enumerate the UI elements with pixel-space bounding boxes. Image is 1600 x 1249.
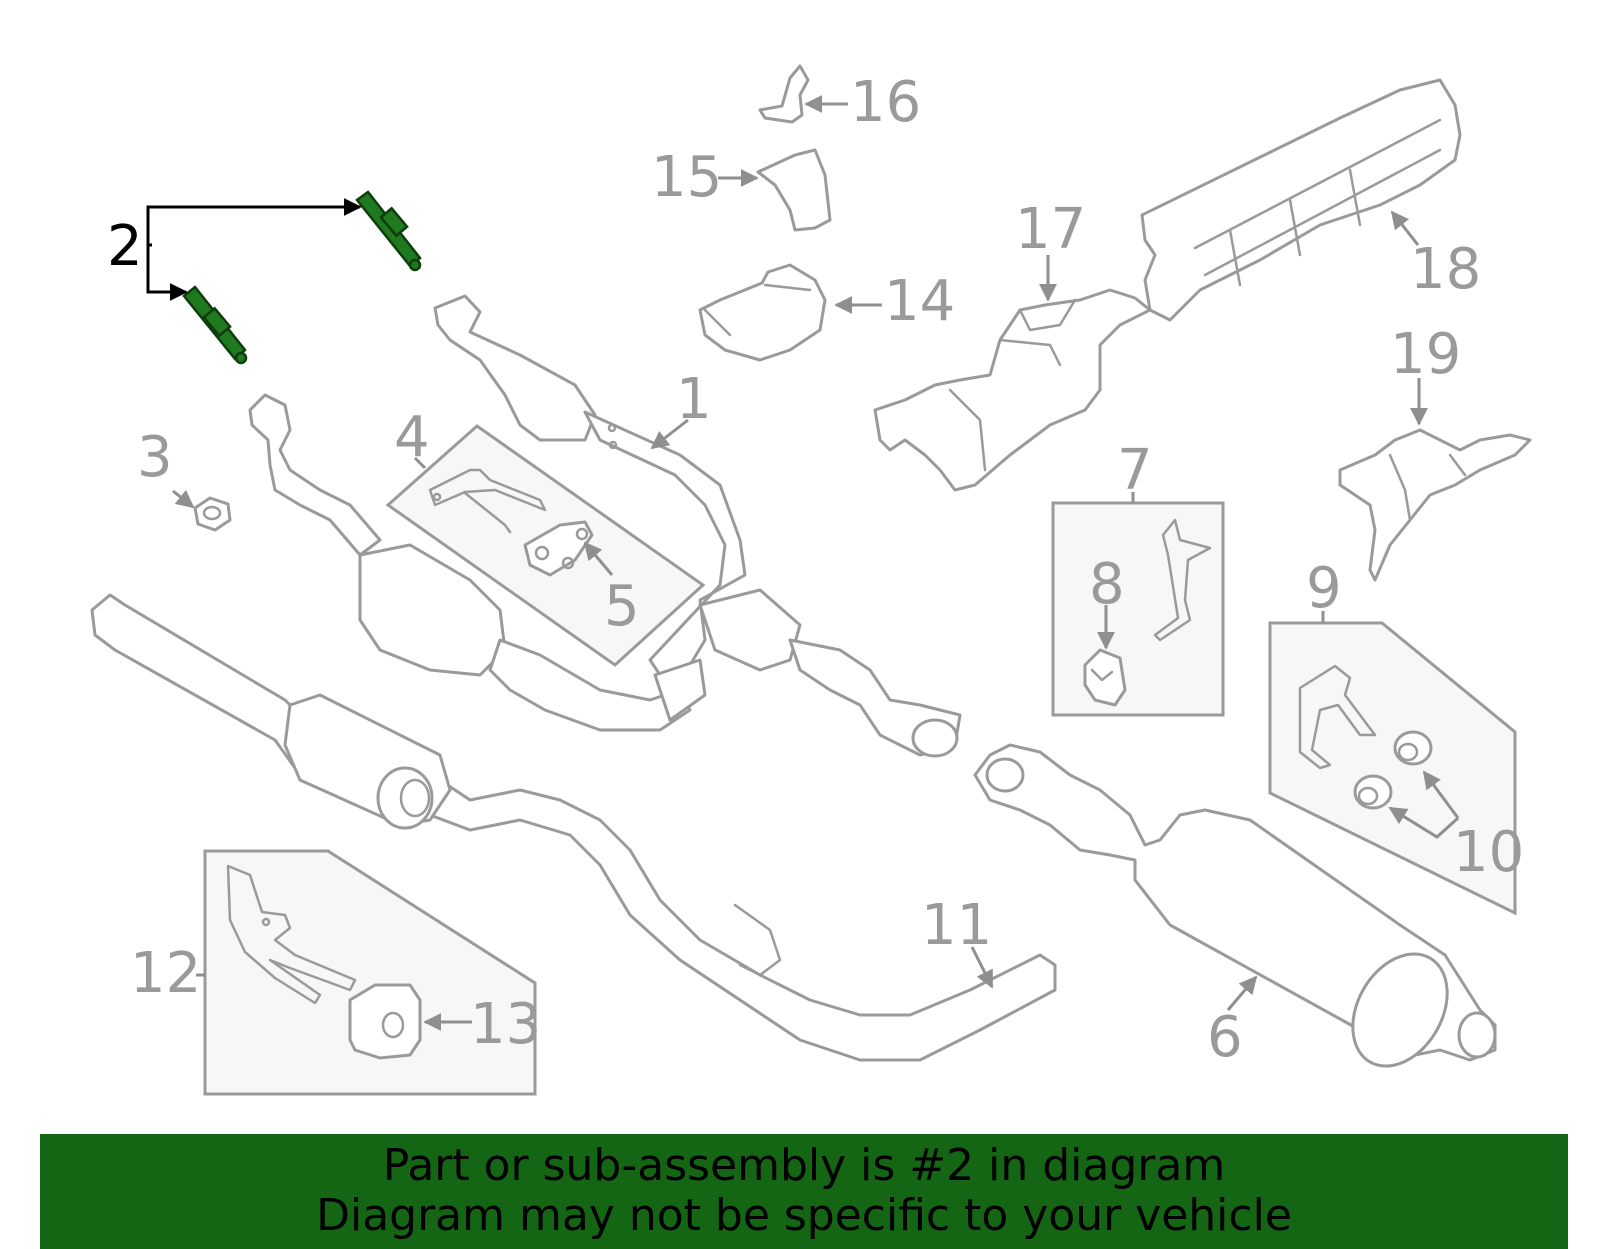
callout-2-leader <box>146 198 362 301</box>
callout-3: 3 <box>137 425 173 490</box>
banner-part-note: Part or sub-assembly is #2 in diagram <box>382 1140 1226 1191</box>
oxygen-sensor-lower[interactable] <box>182 285 248 365</box>
callout-11: 11 <box>921 893 992 958</box>
callout-5-leader <box>583 541 614 576</box>
oxygen-sensor-upper[interactable] <box>355 190 422 272</box>
bracket-part-19 <box>1338 428 1532 582</box>
bracket-part-12 <box>226 864 357 1005</box>
callout-11-leader <box>970 946 994 989</box>
callout-12: 12 <box>130 941 201 1006</box>
bracket-part-4 <box>428 468 547 534</box>
callout-10: 10 <box>1453 820 1524 885</box>
callout-15: 15 <box>651 145 722 210</box>
callout-13: 13 <box>470 992 541 1057</box>
heat-shield-part-15 <box>756 148 832 232</box>
callout-6-leader <box>1226 975 1258 1011</box>
callout-14: 14 <box>884 269 955 334</box>
bracket-part-9 <box>1298 664 1377 770</box>
intermediate-pipe-part-11 <box>90 593 1057 1062</box>
callout-1-leader <box>650 418 689 450</box>
nut-part <box>193 496 232 532</box>
callout-10-leader-a <box>1422 770 1460 819</box>
clip-part-16 <box>758 64 810 124</box>
banner-disclaimer: Diagram may not be specific to your vehi… <box>316 1190 1292 1241</box>
callout-4-tick <box>413 456 427 470</box>
callout-18: 18 <box>1410 237 1481 302</box>
info-banner: Part or sub-assembly is #2 in diagram Di… <box>40 1134 1568 1249</box>
callout-3-leader <box>172 489 195 509</box>
callout-8: 8 <box>1089 552 1125 617</box>
front-pipe-left-part <box>248 393 707 732</box>
callout-17: 17 <box>1015 197 1086 262</box>
callout-6: 6 <box>1207 1005 1243 1070</box>
callout-10-leader-b <box>1388 806 1460 839</box>
group-box-7-8 <box>1051 501 1225 717</box>
heat-shield-part-18 <box>1140 78 1462 322</box>
callout-1: 1 <box>676 367 712 432</box>
insulator-parts-10 <box>1353 730 1433 810</box>
callout-5: 5 <box>604 574 640 639</box>
front-pipe-right-part <box>433 294 962 758</box>
callout-16: 16 <box>850 70 921 135</box>
group-box-9-10 <box>1268 621 1517 916</box>
callout-7: 7 <box>1117 438 1153 503</box>
insulator-part-13 <box>348 983 422 1060</box>
callout-19: 19 <box>1390 322 1461 387</box>
callout-9: 9 <box>1306 556 1342 621</box>
insulator-part-8 <box>1083 648 1127 707</box>
callout-18-leader <box>1390 210 1420 246</box>
heat-shield-part-14 <box>698 263 827 362</box>
callout-2: 2 <box>107 214 143 279</box>
callout-4: 4 <box>394 405 430 470</box>
group-box-12-13 <box>203 849 537 1096</box>
muffler-part-6 <box>973 743 1497 1068</box>
heat-shield-part-17 <box>873 288 1152 492</box>
bracket-part-7 <box>1153 518 1212 642</box>
hanger-part-5 <box>523 520 594 577</box>
